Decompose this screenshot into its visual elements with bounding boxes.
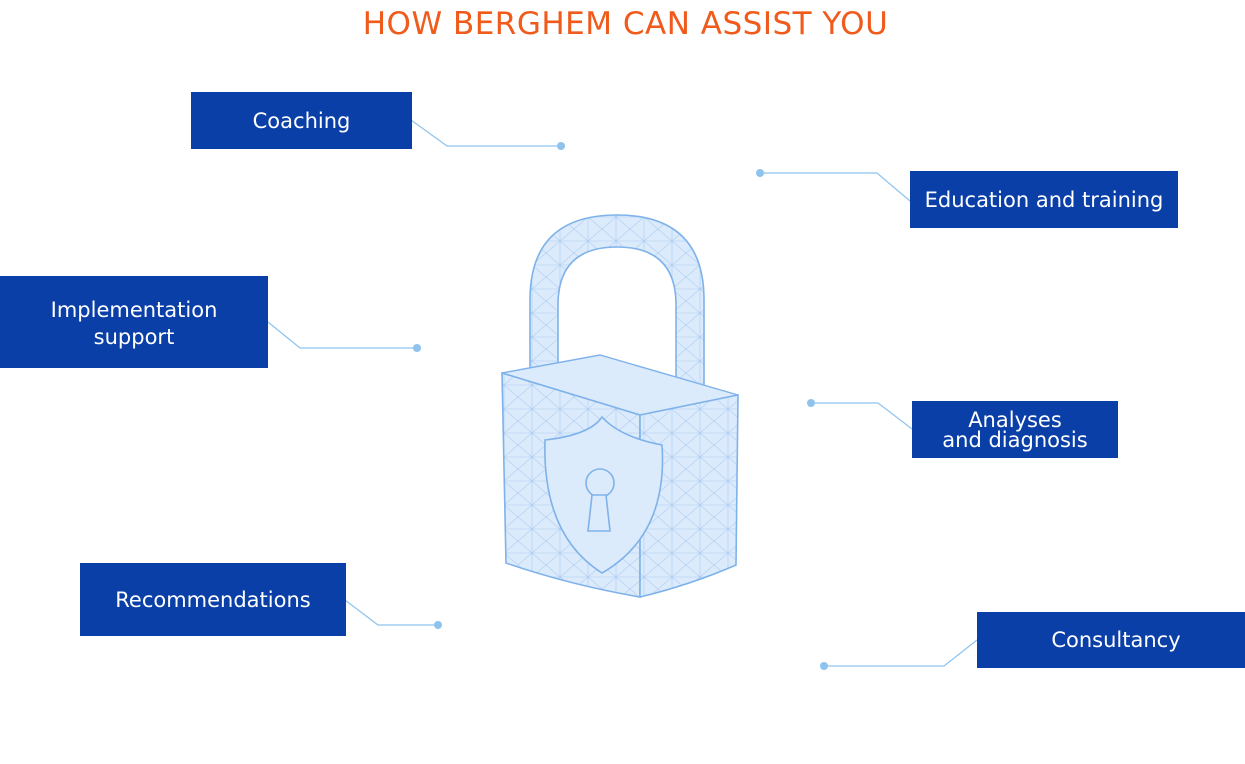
box-implementation-support: Implementation support [0, 276, 268, 368]
connector-implementation [267, 321, 417, 349]
connector-recommendations [344, 599, 438, 626]
box-coaching-label: Coaching [252, 108, 351, 133]
connector-dot-implementation [413, 344, 421, 352]
box-education-and-training: Education and training [910, 171, 1178, 228]
padlock-icon [501, 214, 739, 599]
box-recommendations: Recommendations [80, 563, 346, 636]
connector-dot-coaching [557, 142, 565, 150]
box-analyses-label: Analyses and diagnosis [942, 407, 1088, 452]
connector-consultancy [824, 639, 978, 667]
connector-dot-analyses [807, 399, 815, 407]
box-consultancy-label: Consultancy [1051, 628, 1181, 652]
box-implementation-label: Implementation support [50, 298, 218, 349]
connector-analyses [811, 402, 913, 430]
connector-dot-education [756, 169, 764, 177]
connector-coaching [410, 119, 561, 147]
box-recommendations-label: Recommendations [115, 587, 311, 612]
page-title: HOW BERGHEM CAN ASSIST YOU [362, 6, 889, 42]
box-education-label: Education and training [924, 187, 1164, 212]
connector-dot-recommendations [434, 621, 442, 629]
box-consultancy: Consultancy [977, 612, 1245, 668]
box-analyses-and-diagnosis: Analyses and diagnosis [912, 401, 1118, 458]
connector-education [760, 172, 911, 202]
box-coaching: Coaching [191, 92, 412, 149]
connector-dot-consultancy [820, 662, 828, 670]
